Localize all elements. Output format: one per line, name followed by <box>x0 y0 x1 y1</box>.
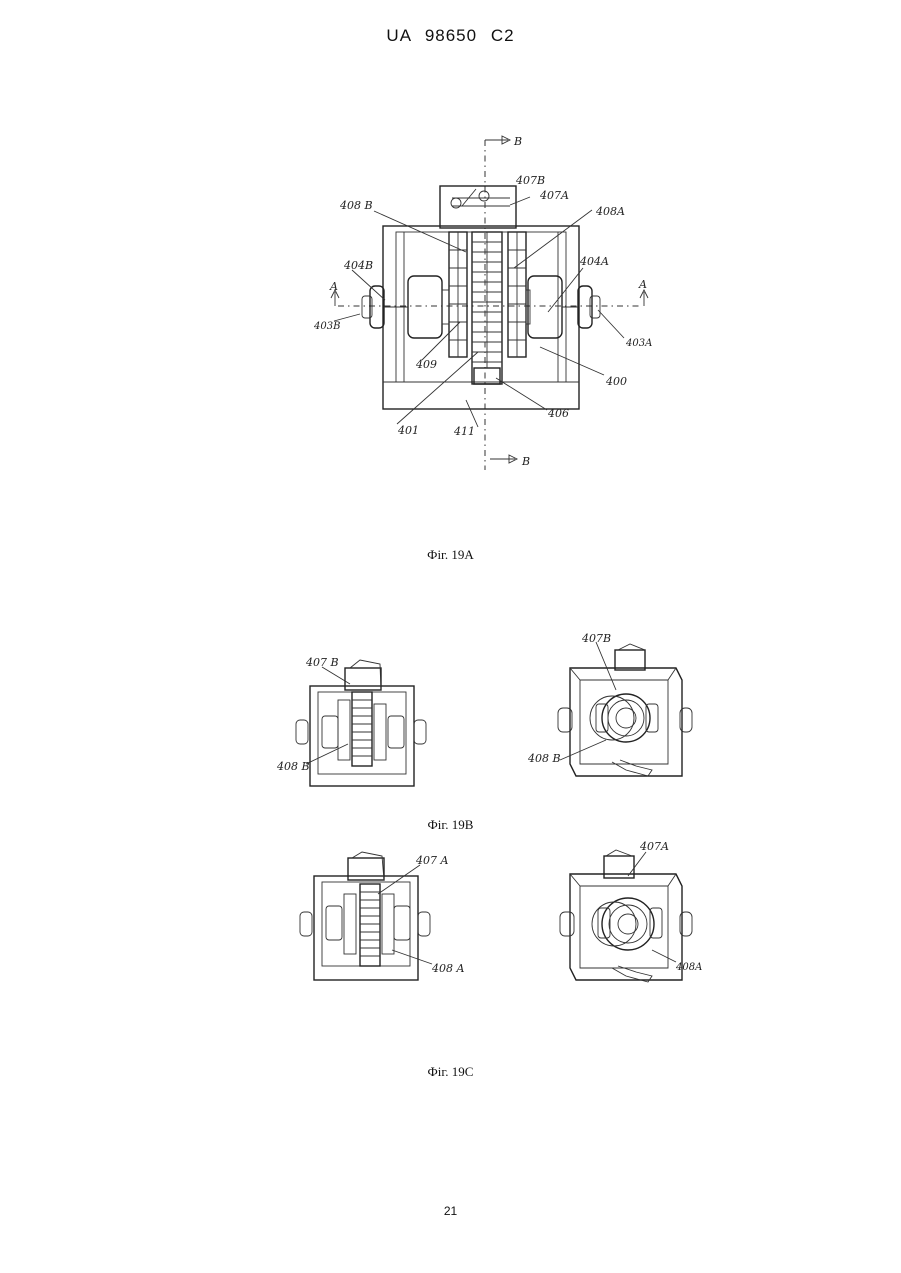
caption-fig-19b: Фіг. 19В <box>0 817 901 833</box>
caption-fig-19c: Фіг. 19С <box>0 1064 901 1080</box>
caption-fig-19a: Фіг. 19А <box>0 547 901 563</box>
label-408A-front: 408 A <box>431 962 464 975</box>
figure-19b-front-view: 407 B 408 B <box>276 656 426 786</box>
label-400: 400 <box>605 375 627 388</box>
label-407A-iso: 407A <box>639 840 669 853</box>
label-408B-front: 408 B <box>276 760 310 773</box>
label-406: 406 <box>547 407 569 420</box>
section-A-right: A <box>638 278 647 291</box>
section-A-left: A <box>329 280 338 293</box>
label-408A-iso: 408A <box>675 962 702 973</box>
label-407B-iso: 407B <box>581 632 611 645</box>
label-409: 409 <box>415 358 437 371</box>
label-407B: 407B <box>515 174 545 187</box>
label-411: 411 <box>453 425 475 438</box>
figure-19b-iso-view: 407B 408 B <box>527 632 692 776</box>
label-401: 401 <box>397 424 419 437</box>
section-B-top: B <box>513 135 522 148</box>
label-407A-front: 407 A <box>415 854 448 867</box>
figure-19a-drawing: 407B 407A 408 B 408A 404B 404A 403B 403A… <box>313 135 652 470</box>
label-407A: 407A <box>539 189 569 202</box>
section-B-bottom: B <box>521 455 530 468</box>
page-number: 21 <box>0 1204 901 1218</box>
label-404A: 404A <box>579 255 609 268</box>
label-404B: 404B <box>343 259 373 272</box>
label-408B: 408 B <box>339 199 373 212</box>
figure-19c-front-view: 407 A 408 A <box>300 852 464 980</box>
figure-19c-iso-view: 407A 408A <box>560 840 702 982</box>
label-403B: 403B <box>313 321 340 332</box>
label-408B-iso: 408 B <box>527 752 561 765</box>
label-407B-front: 407 B <box>305 656 339 669</box>
label-408A: 408A <box>595 205 625 218</box>
label-403A: 403A <box>625 338 652 349</box>
